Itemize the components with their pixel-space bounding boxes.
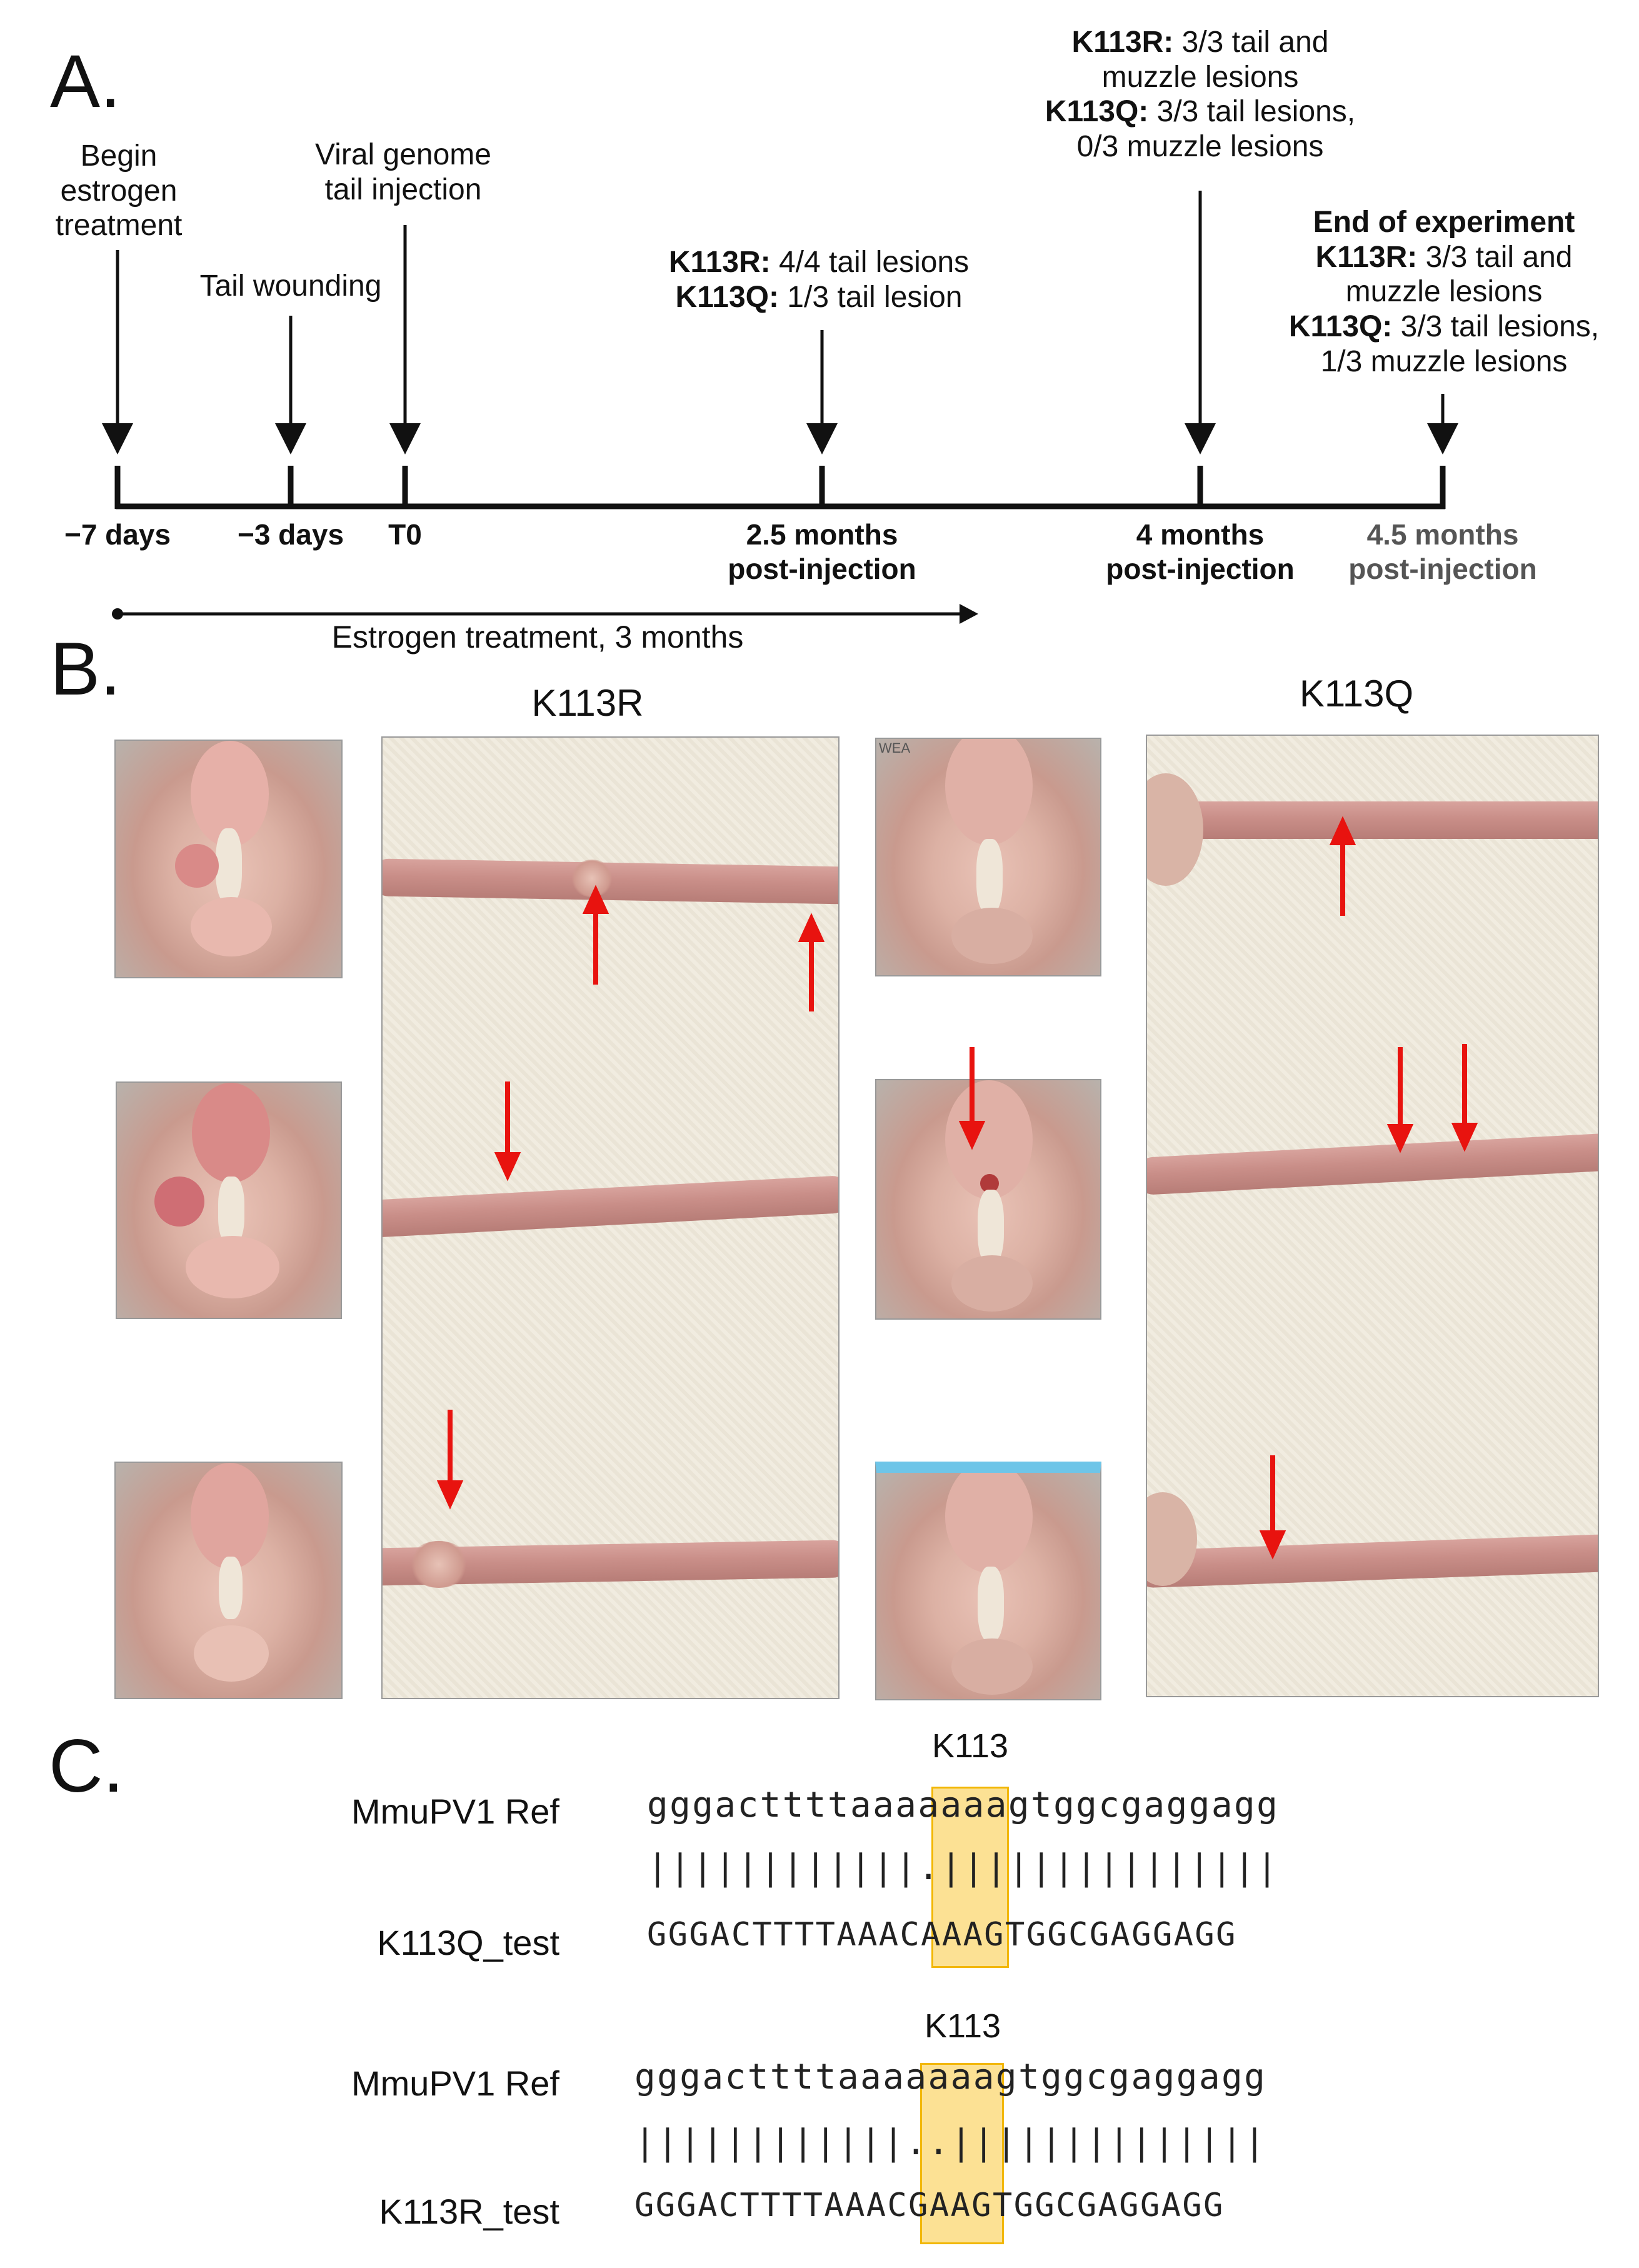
lesion-papilloma bbox=[191, 897, 272, 956]
incisor bbox=[978, 1567, 1004, 1642]
test-label: K113R_test bbox=[379, 2192, 559, 2231]
tail-lesion bbox=[570, 860, 614, 897]
red-arrow-head bbox=[798, 913, 825, 942]
incisor bbox=[216, 828, 242, 903]
tick-label-minus7: −7 days bbox=[64, 518, 171, 551]
muzzle-photo-k113r-1 bbox=[114, 740, 343, 978]
lesion-papilloma bbox=[175, 844, 219, 888]
muzzle-photo-k113r-2 bbox=[116, 1081, 342, 1319]
tick-label-minus3: −3 days bbox=[237, 518, 344, 551]
ref-label: MmuPV1 Ref bbox=[351, 1792, 559, 1831]
muzzle-nose bbox=[945, 739, 1033, 845]
muzzle-photo-k113q-1: WEA bbox=[875, 738, 1101, 976]
red-arrow-head bbox=[1259, 1530, 1286, 1560]
k113-site-label: K113 bbox=[924, 2007, 1001, 2045]
ref-sequence: gggacttttaaaaaaagtggcgaggagg bbox=[634, 2057, 1267, 2097]
event-tail-wounding: Tail wounding bbox=[199, 269, 382, 303]
test-label: K113Q_test bbox=[377, 1923, 559, 1962]
chin bbox=[951, 1638, 1033, 1695]
muzzle-photo-k113q-3 bbox=[875, 1462, 1101, 1700]
tick-label-4-5: 4.5 months post-injection bbox=[1348, 518, 1537, 586]
panel-a-letter: A. bbox=[50, 39, 121, 123]
tick-label-t0: T0 bbox=[388, 518, 422, 551]
red-arrow-head bbox=[1451, 1123, 1478, 1152]
event-begin-estrogen: Begin estrogen treatment bbox=[55, 139, 183, 243]
tail-photo-k113q bbox=[1146, 735, 1599, 1697]
timeline-svg bbox=[102, 191, 1458, 624]
red-arrow-head bbox=[958, 1121, 986, 1150]
tail-photo-k113r bbox=[381, 736, 840, 1699]
test-sequence: GGGACTTTTAAACAAAGTGGCGAGGAGG bbox=[647, 1916, 1237, 1954]
red-arrow-head bbox=[582, 885, 609, 914]
test-sequence: GGGACTTTTAAACGAAGTGGCGAGGAGG bbox=[634, 2187, 1225, 2224]
lesion-papilloma bbox=[186, 1236, 279, 1298]
tick-label-2-5: 2.5 months post-injection bbox=[728, 518, 916, 586]
red-arrow-head bbox=[494, 1152, 521, 1182]
group-title-k113r: K113R bbox=[531, 682, 644, 724]
red-arrow-head bbox=[1329, 816, 1356, 845]
k113-site-label: K113 bbox=[931, 1727, 1009, 1765]
ref-sequence: gggacttttaaaaaaagtggcgaggagg bbox=[647, 1785, 1280, 1825]
red-arrow-head bbox=[1386, 1124, 1414, 1153]
annotation-end-experiment: End of experiment K113R: 3/3 tail and mu… bbox=[1288, 206, 1600, 378]
incisor bbox=[978, 1190, 1004, 1265]
estrogen-bar-label: Estrogen treatment, 3 months bbox=[331, 620, 744, 655]
annotation-2-5-months: K113R: 4/4 tail lesions K113Q: 1/3 tail … bbox=[668, 246, 970, 314]
incisor bbox=[976, 839, 1003, 914]
group-title-k113q: K113Q bbox=[1299, 673, 1414, 715]
muzzle-nose bbox=[191, 1463, 269, 1569]
tick-label-4: 4 months post-injection bbox=[1106, 518, 1295, 586]
k113-codon-highlight bbox=[931, 1787, 1009, 1968]
red-arrow-head bbox=[436, 1480, 464, 1510]
annotation-4-months: K113R: 3/3 tail and muzzle lesions K113Q… bbox=[1045, 26, 1356, 164]
match-line: ||||||||||||.||||||||||||||| bbox=[647, 1847, 1280, 1888]
event-viral-injection: Viral genome tail injection bbox=[315, 138, 491, 206]
muzzle-photo-k113q-2 bbox=[875, 1079, 1101, 1320]
tail-lesion bbox=[408, 1541, 470, 1588]
ref-label: MmuPV1 Ref bbox=[351, 2064, 559, 2103]
photo-label-text: WEA bbox=[879, 740, 911, 756]
panel-b-letter: B. bbox=[50, 627, 121, 711]
match-line: ||||||||||||..|||||||||||||| bbox=[634, 2122, 1267, 2163]
incisor bbox=[218, 1177, 244, 1245]
k113-codon-highlight bbox=[920, 2063, 1004, 2244]
lesion-papilloma bbox=[194, 1625, 269, 1682]
muzzle-nose bbox=[945, 1473, 1033, 1573]
tail bbox=[1147, 801, 1598, 839]
muzzle-nose bbox=[192, 1083, 270, 1183]
incisor bbox=[219, 1557, 243, 1619]
chin bbox=[951, 1255, 1033, 1312]
lesion-arrows-svg bbox=[436, 816, 1478, 1560]
lesion-papilloma bbox=[154, 1177, 204, 1227]
chin bbox=[951, 908, 1033, 964]
estrogen-bar-arrowhead bbox=[960, 604, 978, 624]
muzzle-photo-k113r-3 bbox=[114, 1462, 343, 1699]
panel-c-letter: C. bbox=[49, 1724, 124, 1808]
